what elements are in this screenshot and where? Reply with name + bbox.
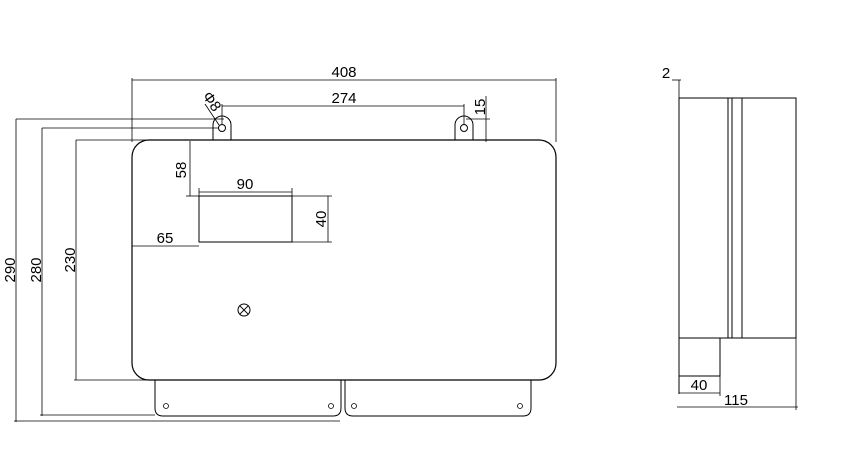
display-cutout bbox=[198, 195, 293, 243]
dim-cutout-left-offset: 65 bbox=[132, 230, 199, 247]
dim-label-hole-diameter: Φ8 bbox=[199, 89, 225, 115]
dim-label-cutout-top-offset: 58 bbox=[173, 162, 190, 179]
dim-label-cutout-width: 90 bbox=[237, 176, 254, 193]
bottom-bracket-right bbox=[344, 378, 532, 417]
dim-overall-depth: 115 bbox=[677, 338, 798, 410]
side-view: 2 40 115 bbox=[662, 65, 798, 410]
dim-label-lid-thickness: 2 bbox=[662, 65, 670, 82]
dim-label-cutout-left-offset: 65 bbox=[157, 230, 174, 247]
side-body bbox=[678, 97, 797, 339]
mounting-hole-left bbox=[218, 124, 226, 132]
dim-lid-thickness: 2 bbox=[662, 65, 681, 98]
dim-cutout-height: 40 bbox=[292, 195, 332, 243]
side-foot bbox=[678, 337, 721, 394]
dim-height-280: 280 bbox=[28, 127, 218, 416]
dim-hole-spacing: 274 bbox=[221, 90, 465, 124]
dim-label-body-height: 230 bbox=[62, 247, 79, 272]
dim-label-total-height: 290 bbox=[2, 257, 19, 282]
dim-cutout-top-offset: 58 bbox=[173, 141, 199, 197]
dim-label-tab-height: 15 bbox=[472, 99, 489, 116]
dim-label-hole-spacing: 274 bbox=[331, 90, 356, 107]
enclosure-body bbox=[131, 139, 557, 381]
dim-label-height-280: 280 bbox=[28, 257, 45, 282]
bracket-hole bbox=[163, 403, 169, 409]
dim-hole-diameter: Φ8 bbox=[199, 89, 225, 126]
dim-overall-width: 408 bbox=[131, 64, 557, 142]
circle-x-icon bbox=[237, 303, 251, 317]
bracket-hole bbox=[351, 403, 357, 409]
dim-body-height: 230 bbox=[62, 139, 150, 381]
dim-tab-height: 15 bbox=[466, 96, 490, 142]
dim-total-height: 290 bbox=[2, 118, 340, 422]
dim-label-overall-depth: 115 bbox=[724, 392, 748, 409]
mounting-hole-right bbox=[460, 124, 468, 132]
front-view: 408 274 Φ8 15 290 bbox=[2, 64, 557, 422]
bracket-hole bbox=[517, 403, 523, 409]
dim-cutout-width: 90 bbox=[198, 176, 293, 196]
dim-foot-depth: 40 bbox=[679, 376, 721, 396]
dim-label-cutout-height: 40 bbox=[313, 211, 330, 228]
dim-label-foot-depth: 40 bbox=[691, 377, 708, 394]
dim-label-overall-width: 408 bbox=[331, 64, 356, 81]
bottom-bracket-left bbox=[154, 378, 342, 417]
bracket-hole bbox=[328, 403, 334, 409]
